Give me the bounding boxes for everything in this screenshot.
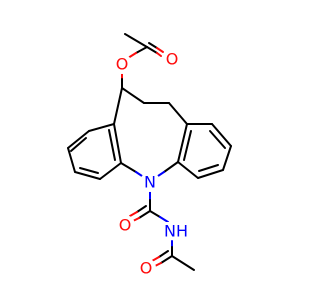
bond-carbonyl-ester-o [135,46,148,54]
bond-right-6 [177,123,188,163]
atom-o-carbonyl-ester: O [162,49,182,69]
bond-left-2-double [70,137,87,152]
bond-right-n-blue [157,171,165,177]
bond-carbonyl-c-o-2 [148,42,158,49]
atom-o-acetyl-label: O [140,259,153,278]
bond-left-3 [67,147,76,173]
bond-right-4-double [198,164,219,172]
bond-urea-co-red [132,217,140,222]
atom-o-ester: O [112,54,132,74]
structure-canvas: O O N O NH O [67,33,232,278]
atom-o-acetyl: O [136,258,156,278]
bond-right-2 [211,123,232,147]
bond-acetyl-co-double [158,250,169,258]
bond-left-4-double [79,167,99,174]
bond-left-4 [74,171,101,180]
atom-n-ring: N [140,172,160,192]
bond-acetyl-co-double-red [151,256,160,262]
bond-urea-nh-blue [159,216,169,223]
atom-o-urea-label: O [119,216,132,235]
bond-acetyl-co [160,255,173,264]
bond-carbonyl-c-o [146,46,158,54]
molecule-drawing: O O N O NH O [67,33,232,278]
bond-right-4 [197,169,224,179]
atom-o-ester-label: O [116,55,129,74]
bond-carbonyl-c-o-red [156,52,162,57]
bond-ch-ring [113,87,123,125]
bond-right-2-double [209,130,226,149]
bond-carbonyl-c-o-2-red [156,47,164,53]
bond-ch-ch2 [121,87,145,104]
bond-left-5 [99,162,122,180]
bond-carbonyl-ester-o-red [127,52,137,59]
bond-urea-co-double-red [129,211,138,217]
bond-right-3 [222,145,232,171]
bond-left-6 [113,123,122,164]
atom-n-ring-label: N [144,173,156,192]
bond-urea-co-double [136,205,147,213]
bond-acetyl-co-red [154,262,162,267]
bond-right-6-double [183,130,192,161]
bond-urea-nh [149,210,161,218]
atom-o-urea: O [115,215,135,235]
bond-acetyl-methyl [171,255,195,271]
bond-urea-co [138,210,151,219]
bond-right-5 [177,161,199,179]
bond-ch2-ring [168,102,188,125]
atom-nh-amide: NH [163,222,188,241]
atom-o-carbonyl-ester-label: O [166,50,179,69]
atom-nh-amide-label: NH [164,222,188,241]
bond-right-n [163,161,179,173]
bond-left-n-blue [135,171,143,177]
bond-left-1 [88,123,115,132]
bond-left-n [120,162,137,173]
bond-left-2 [67,130,90,149]
bond-methyl-carbonyl [124,33,148,48]
bond-left-6-double [108,129,116,161]
